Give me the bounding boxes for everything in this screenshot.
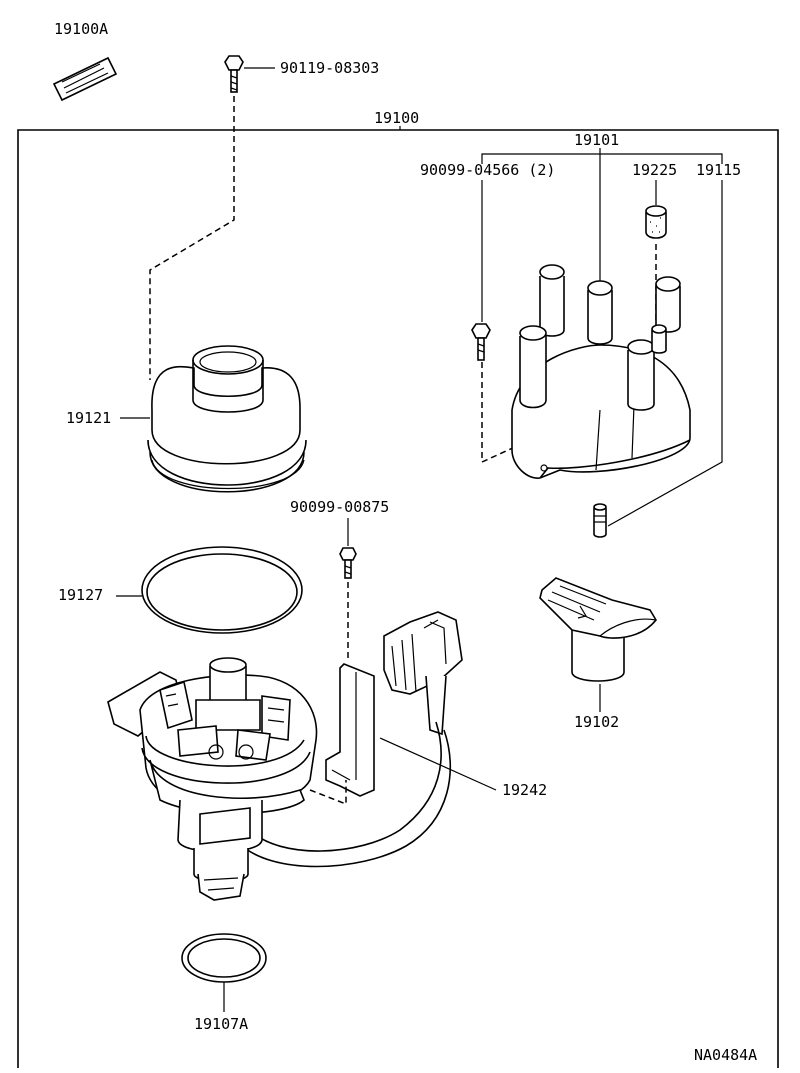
connector-part bbox=[383, 611, 463, 736]
leader-spring bbox=[607, 180, 723, 527]
label-19100: 19100 bbox=[374, 109, 419, 127]
dashed-line-bracket bbox=[309, 780, 347, 806]
label-90119-08303: 90119-08303 bbox=[280, 59, 379, 77]
dust-cover-part bbox=[147, 345, 307, 493]
distributor-housing-part bbox=[107, 657, 318, 901]
dashed-line-bolt-to-cover bbox=[149, 96, 235, 380]
harness-bracket-part bbox=[325, 663, 375, 797]
label-90099-00875: 90099-00875 bbox=[290, 498, 389, 516]
distributor-cap-part bbox=[511, 264, 691, 479]
harness-wire bbox=[229, 721, 442, 852]
label-19121: 19121 bbox=[66, 409, 111, 427]
label-19100A: 19100A bbox=[54, 20, 108, 38]
drawing-code: NA0484A bbox=[694, 1046, 757, 1064]
label-19102: 19102 bbox=[574, 713, 619, 731]
label-19107A: 19107A bbox=[194, 1015, 248, 1033]
rotor-part bbox=[539, 577, 657, 682]
label-19101: 19101 bbox=[574, 131, 619, 149]
label-sheet-part bbox=[52, 56, 118, 102]
cap-screw-part bbox=[471, 323, 491, 361]
label-19225: 19225 bbox=[632, 161, 677, 179]
spring-part bbox=[593, 503, 607, 538]
leader-harness-bracket bbox=[379, 737, 497, 791]
label-19115: 19115 bbox=[696, 161, 741, 179]
harness-wire-inner bbox=[217, 729, 452, 868]
o-ring-large-part bbox=[141, 546, 303, 634]
o-ring-small-part bbox=[181, 933, 267, 983]
carbon-rod-part bbox=[645, 205, 667, 239]
bracket-screw-part bbox=[339, 547, 357, 579]
label-19242: 19242 bbox=[502, 781, 547, 799]
label-90099-04566: 90099-04566 (2) bbox=[420, 161, 555, 179]
label-19127: 19127 bbox=[58, 586, 103, 604]
assembly-frame bbox=[17, 129, 779, 1068]
bolt-top-part bbox=[224, 55, 244, 93]
bracket-cap-group bbox=[481, 153, 723, 164]
dashed-line-cap-screw bbox=[481, 362, 549, 464]
